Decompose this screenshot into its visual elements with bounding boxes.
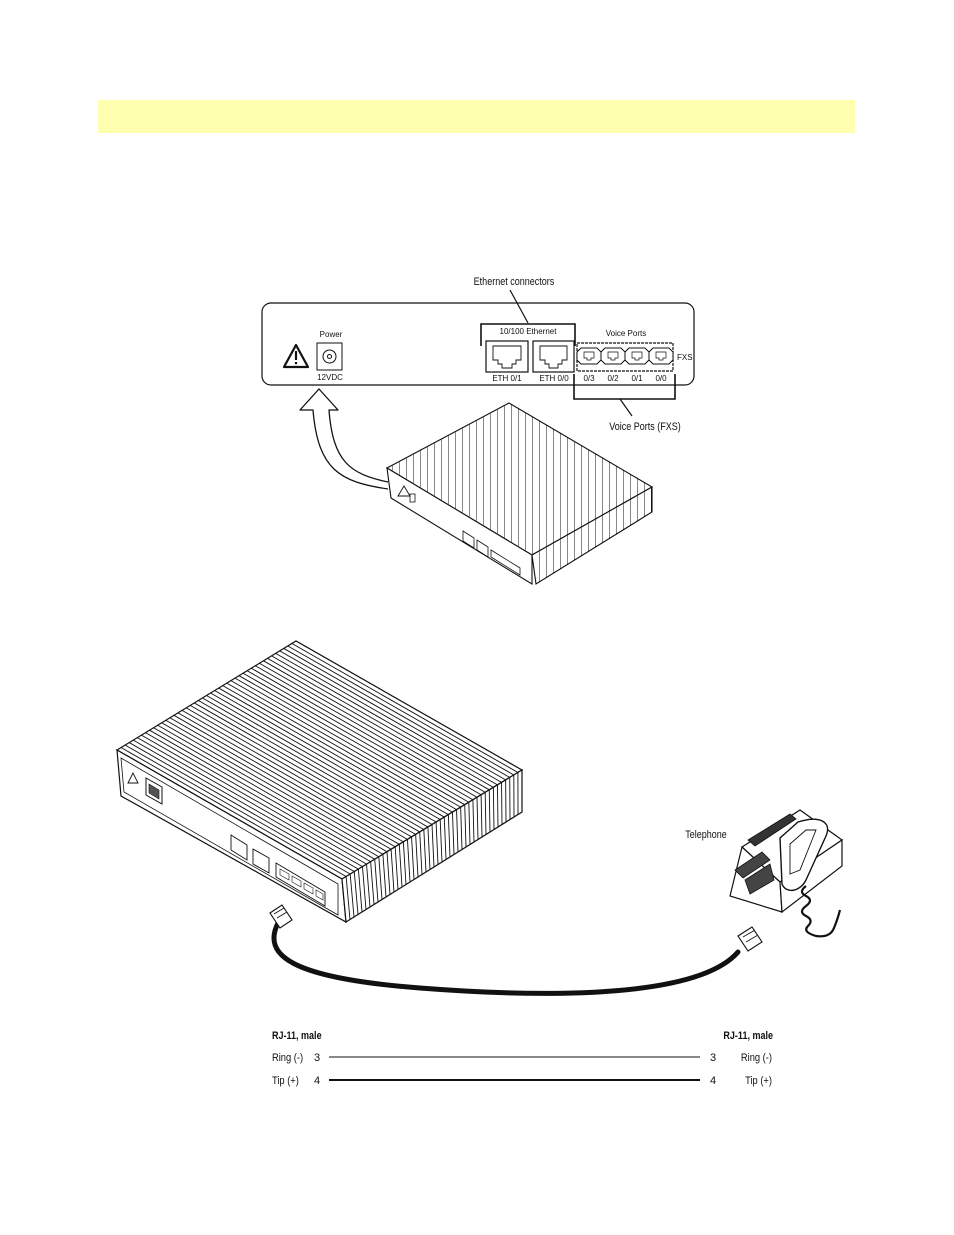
voice-port-label: 0/1	[631, 374, 643, 383]
voice-port-0-1	[625, 348, 649, 364]
rj11-plug-right	[738, 927, 762, 951]
pin-number-left: 3	[314, 1052, 320, 1064]
pin-number-left: 4	[314, 1075, 320, 1087]
pinout-left-header: RJ-11, male	[272, 1030, 322, 1042]
ethernet-group-label: 10/100 Ethernet	[500, 327, 558, 336]
voice-port-block	[577, 343, 673, 371]
telephone	[730, 810, 842, 936]
pin-number-right: 4	[710, 1075, 716, 1087]
eth-port-0-0	[533, 341, 574, 372]
eth-port-label: ETH 0/0	[539, 374, 569, 383]
large-device	[117, 641, 522, 922]
voice-group-label: Voice Ports	[606, 329, 646, 338]
power-rating: 12VDC	[317, 373, 343, 382]
pin-name-left: Ring (-)	[272, 1052, 303, 1064]
telephone-callout: Telephone	[685, 829, 727, 841]
voice-port-0-3	[577, 348, 601, 364]
pinout-table: RJ-11, male RJ-11, male Ring (-) 3 3 Rin…	[272, 1030, 773, 1087]
zoom-arrow	[300, 389, 388, 489]
eth-port-label: ETH 0/1	[492, 374, 522, 383]
voice-port-0-2	[601, 348, 625, 364]
fxs-label: FXS	[677, 353, 693, 362]
voice-ports-fxs-callout: Voice Ports (FXS)	[609, 421, 681, 433]
rj11-plug-left	[270, 905, 292, 928]
ethernet-connectors-callout: Ethernet connectors	[474, 276, 555, 288]
voice-port-label: 0/2	[607, 374, 619, 383]
eth-port-0-1	[486, 341, 528, 372]
pin-name-right: Tip (+)	[745, 1075, 772, 1087]
pin-number-right: 3	[710, 1052, 716, 1064]
voice-port-0-0	[649, 348, 673, 364]
pin-name-right: Ring (-)	[741, 1052, 772, 1064]
voice-port-label: 0/0	[655, 374, 667, 383]
pin-name-left: Tip (+)	[272, 1075, 299, 1087]
pinout-right-header: RJ-11, male	[723, 1030, 773, 1042]
voice-port-label: 0/3	[583, 374, 595, 383]
power-label: Power	[320, 330, 343, 339]
